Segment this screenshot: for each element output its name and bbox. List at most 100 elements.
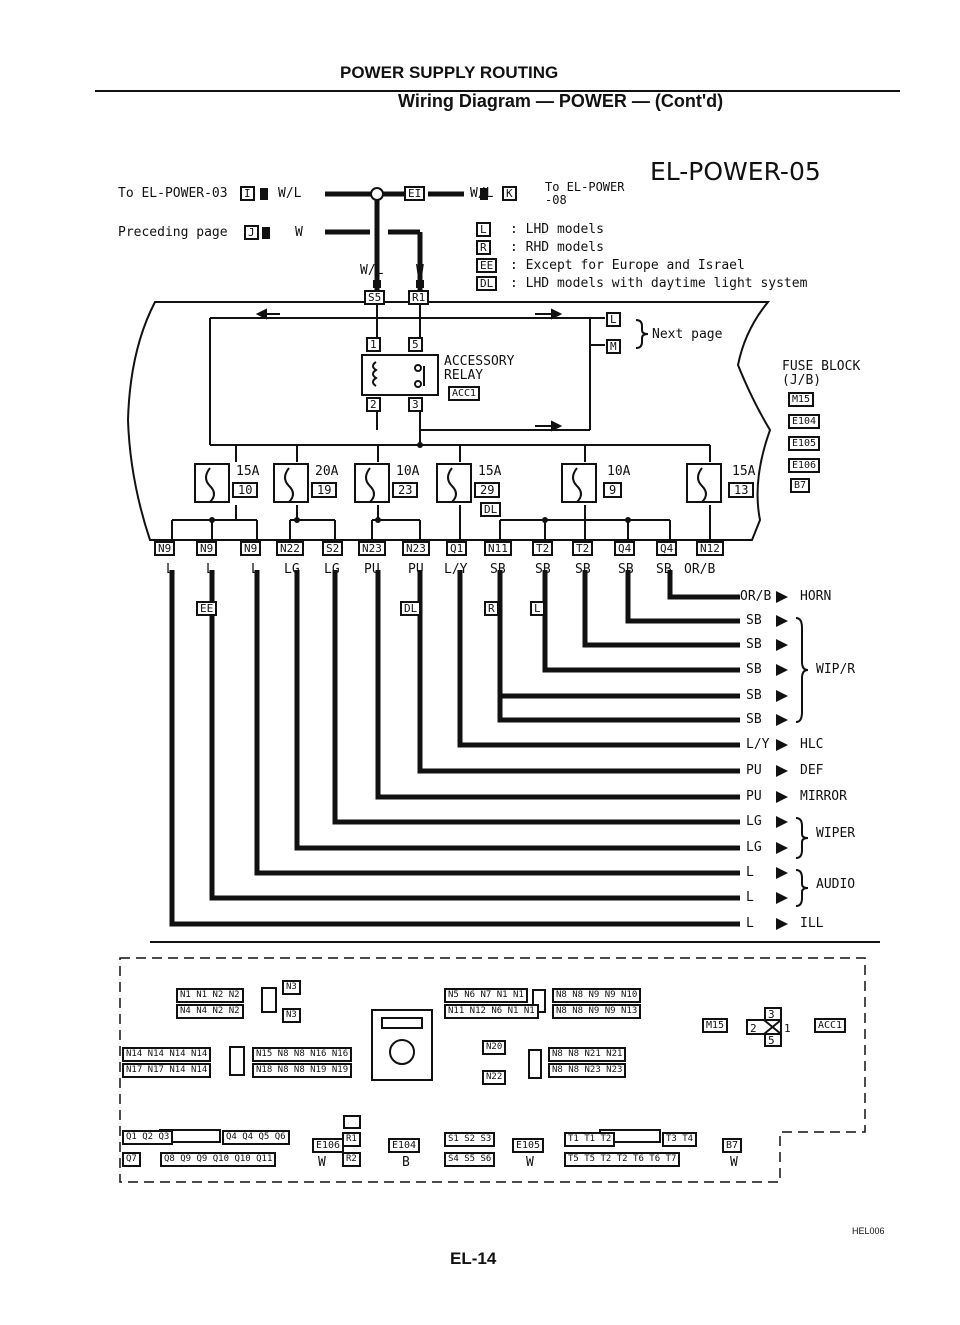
output-color: SB — [746, 637, 762, 652]
next-page-l: L — [606, 312, 621, 327]
connector-row: Q4 Q4 Q5 Q6 — [222, 1130, 290, 1145]
connector-row: N15 N8 N8 N16 N16 — [252, 1047, 353, 1062]
connector-n22: N22 — [482, 1070, 507, 1085]
terminal-label: N12 — [696, 541, 724, 556]
connector-row: T1 T1 T2 — [564, 1132, 616, 1147]
connector-row: N8 N8 N23 N23 — [548, 1063, 627, 1078]
wire-color: PU — [364, 562, 380, 577]
wire-color: SB — [618, 562, 634, 577]
output-color: SB — [746, 688, 762, 703]
connector-color-b: B — [402, 1155, 410, 1170]
relay-pin-5: 5 — [408, 337, 423, 352]
terminal-label: N23 — [358, 541, 386, 556]
output-color: L — [746, 916, 754, 931]
output-destination: HLC — [800, 737, 824, 752]
accessory-relay — [361, 354, 439, 396]
fuse-condition-dl: DL — [480, 502, 502, 517]
connector-row: Q8 Q9 Q9 Q10 Q10 Q11 — [160, 1152, 277, 1167]
terminal-label: Q4 — [656, 541, 678, 556]
legend-symbol: EE — [476, 258, 498, 273]
group-braces — [635, 319, 809, 907]
legend-symbol: DL — [476, 276, 498, 291]
output-color: OR/B — [740, 589, 772, 604]
wire-color: LG — [284, 562, 300, 577]
fuse-amperage: 20A — [315, 464, 339, 479]
output-destination: MIRROR — [800, 789, 847, 804]
wire-wl-left: W/L — [278, 186, 302, 201]
relay-label: ACCESSORY — [444, 354, 515, 369]
to-power08-label-b: -08 — [545, 193, 567, 207]
terminal-label: N9 — [154, 541, 176, 556]
fuse — [436, 463, 472, 503]
output-color: SB — [746, 662, 762, 677]
connector-e104: E104 — [388, 1138, 421, 1153]
wire-w-left: W — [295, 225, 303, 240]
legend-text: : LHD models — [510, 222, 604, 237]
output-color: LG — [746, 840, 762, 855]
relay-face-pin: 3 — [768, 1008, 775, 1021]
top-feed-wires — [325, 187, 464, 290]
fuse — [686, 463, 722, 503]
relay-face-pin: 5 — [768, 1034, 775, 1047]
fuse-block-connector: E104 — [788, 414, 821, 429]
fuse-symbols — [205, 467, 707, 503]
connector-b7: B7 — [722, 1138, 743, 1153]
preceding-page-label: Preceding page — [118, 225, 228, 240]
figure-code: HEL006 — [852, 1226, 885, 1236]
connector-j: J — [244, 225, 259, 240]
output-destination: WIP/R — [816, 662, 856, 677]
wire-color: L/Y — [444, 562, 468, 577]
fuse-amperage: 15A — [732, 464, 756, 479]
wire-wl-drop: W/L — [360, 263, 384, 278]
current-flow-arrows — [255, 308, 563, 432]
legend-text: : LHD models with daytime light system — [510, 276, 808, 291]
connector-row: N5 N6 N7 N1 N1 — [444, 988, 528, 1003]
fuse-block-label-2: (J/B) — [782, 373, 822, 388]
legend-symbol: L — [476, 222, 491, 237]
connector-n3: N3 — [282, 980, 301, 995]
fuse-number: 29 — [474, 482, 501, 498]
wire-color: OR/B — [684, 562, 716, 577]
terminal-label: Q1 — [446, 541, 468, 556]
fuse-block-bus — [171, 290, 711, 540]
output-destination: AUDIO — [816, 877, 856, 892]
wire-end-marks — [260, 188, 488, 288]
connector-r2: R2 — [342, 1152, 361, 1167]
connector-n20: N20 — [482, 1040, 507, 1055]
connector-n3: N3 — [282, 1008, 301, 1023]
fuse-block-label: FUSE BLOCK — [782, 359, 861, 374]
section-title: POWER SUPPLY ROUTING — [340, 63, 559, 82]
fuse-amperage: 15A — [236, 464, 260, 479]
connector-row: T3 T4 — [662, 1132, 698, 1147]
fuse-amperage: 10A — [396, 464, 420, 479]
connector-row: S1 S2 S3 — [444, 1132, 496, 1147]
terminal-label: N11 — [484, 541, 512, 556]
terminal-label: Q4 — [614, 541, 636, 556]
fuse-amperage: 15A — [478, 464, 502, 479]
output-color: L/Y — [746, 737, 770, 752]
fuse-number: 9 — [603, 482, 623, 498]
connector-e105: E105 — [512, 1138, 545, 1153]
condition-mark-r: R — [484, 601, 499, 616]
fuse-number: 13 — [728, 482, 755, 498]
fuse-block-outline — [126, 301, 772, 541]
connector-row: N8 N8 N9 N9 N13 — [552, 1004, 642, 1019]
legend-text: : Except for Europe and Israel — [510, 258, 745, 273]
connector-row: N8 N8 N21 N21 — [548, 1047, 627, 1062]
output-color: L — [746, 865, 754, 880]
wire-color: PU — [408, 562, 424, 577]
connector-row: N18 N8 N8 N19 N19 — [252, 1063, 353, 1078]
next-page-label: Next page — [652, 327, 723, 342]
connector-color-w: W — [318, 1155, 326, 1170]
legend-text: : RHD models — [510, 240, 604, 255]
next-page-m: M — [606, 339, 621, 354]
connector-e106: E106 — [312, 1138, 345, 1153]
fuse-block-connector: E106 — [788, 458, 821, 473]
connector-row: N1 N1 N2 N2 — [176, 988, 244, 1003]
terminal-label: N9 — [240, 541, 262, 556]
fuse — [273, 463, 309, 503]
connector-row: N14 N14 N14 N14 — [122, 1047, 212, 1062]
connector-row: Q7 — [122, 1152, 141, 1167]
connector-color-w: W — [526, 1155, 534, 1170]
